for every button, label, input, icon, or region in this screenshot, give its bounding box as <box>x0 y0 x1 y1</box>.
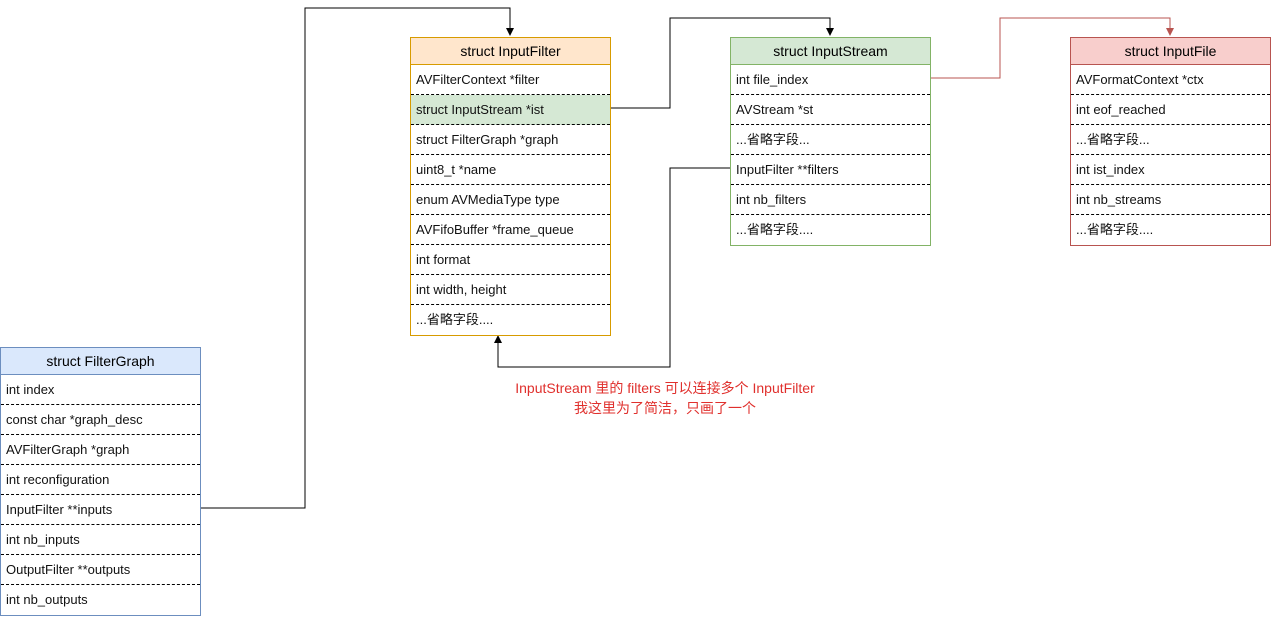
field-omitted-2: ...省略字段.... <box>1076 222 1154 237</box>
struct-filtergraph-title: struct FilterGraph <box>1 348 200 375</box>
field-type: enum AVMediaType type <box>411 185 610 215</box>
annotation-line-1: InputStream 里的 filters 可以连接多个 InputFilte… <box>515 380 815 396</box>
edge-inputfilter-ist-to-inputstream <box>611 17 834 109</box>
struct-inputfile[interactable]: struct InputFile AVFormatContext *ctx in… <box>1070 37 1271 246</box>
struct-inputfile-title: struct InputFile <box>1071 38 1270 65</box>
annotation-note: InputStream 里的 filters 可以连接多个 InputFilte… <box>460 378 870 418</box>
edge-inputstream-filters-to-inputfilter <box>494 167 730 368</box>
field-nb-filters: int nb_filters <box>731 185 930 215</box>
field-file-index: int file_index <box>731 65 930 95</box>
struct-inputstream-title: struct InputStream <box>731 38 930 65</box>
field-name: uint8_t *name <box>411 155 610 185</box>
field-nb-streams: int nb_streams <box>1071 185 1270 215</box>
field-graph: struct FilterGraph *graph <box>411 125 610 155</box>
field-nb-outputs: int nb_outputs <box>6 592 88 607</box>
field-format: int format <box>411 245 610 275</box>
field-ist-index: int ist_index <box>1071 155 1270 185</box>
struct-inputstream[interactable]: struct InputStream int file_index AVStre… <box>730 37 931 246</box>
field-eof-reached: int eof_reached <box>1071 95 1270 125</box>
field-index: int index <box>1 375 200 405</box>
field-omitted: ...省略字段... <box>731 125 930 155</box>
field-filter: AVFilterContext *filter <box>411 65 610 95</box>
field-ctx: AVFormatContext *ctx <box>1071 65 1270 95</box>
field-omitted-2: ...省略字段.... <box>736 222 814 237</box>
field-width-height: int width, height <box>411 275 610 305</box>
field-omitted: ...省略字段.... <box>416 312 494 327</box>
struct-filtergraph[interactable]: struct FilterGraph int index const char … <box>0 347 201 616</box>
field-omitted: ...省略字段... <box>1071 125 1270 155</box>
field-ist: struct InputStream *ist <box>411 95 610 125</box>
field-nb-inputs: int nb_inputs <box>1 525 200 555</box>
struct-inputfilter[interactable]: struct InputFilter AVFilterContext *filt… <box>410 37 611 336</box>
field-st: AVStream *st <box>731 95 930 125</box>
struct-inputfilter-title: struct InputFilter <box>411 38 610 65</box>
edge-filtergraph-inputs-to-inputfilter <box>201 7 514 509</box>
field-frame-queue: AVFifoBuffer *frame_queue <box>411 215 610 245</box>
field-filters: InputFilter **filters <box>731 155 930 185</box>
field-inputs: InputFilter **inputs <box>1 495 200 525</box>
field-graph-desc: const char *graph_desc <box>1 405 200 435</box>
annotation-line-2: 我这里为了简洁，只画了一个 <box>574 400 756 416</box>
field-graph: AVFilterGraph *graph <box>1 435 200 465</box>
field-reconfiguration: int reconfiguration <box>1 465 200 495</box>
edge-inputstream-to-inputfile <box>931 17 1174 79</box>
field-outputs: OutputFilter **outputs <box>1 555 200 585</box>
